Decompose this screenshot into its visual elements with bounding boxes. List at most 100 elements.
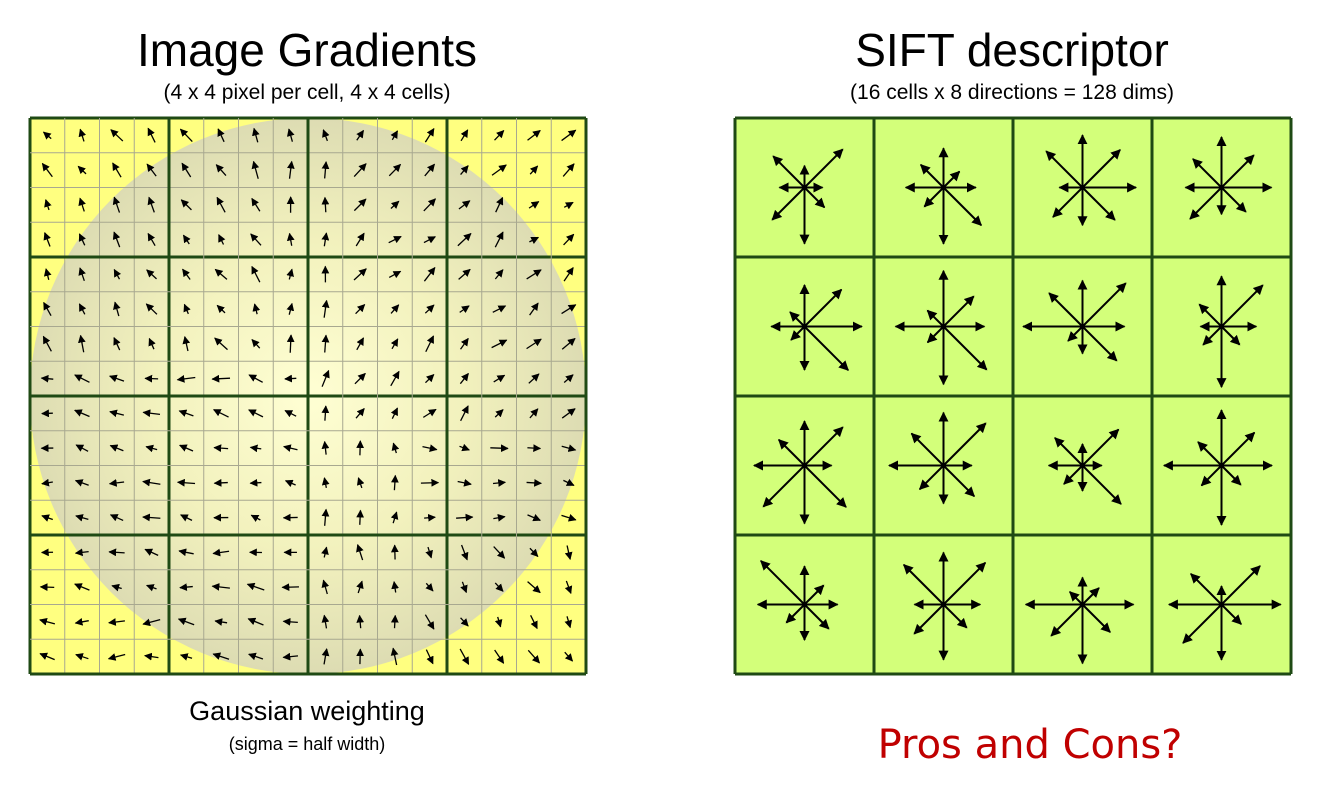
gradient-arrow: [355, 232, 365, 247]
gradient-arrow: [212, 652, 230, 660]
gradient-arrow: [144, 652, 159, 661]
histogram-arrow: [942, 325, 988, 371]
gradient-arrow: [390, 130, 399, 141]
histogram-arrow: [1192, 158, 1223, 189]
gradient-arrow: [74, 374, 90, 383]
gradient-arrow: [529, 408, 539, 419]
gradient-arrow: [78, 303, 87, 315]
gradient-arrow: [284, 374, 297, 383]
gradient-arrow: [424, 614, 435, 630]
histogram-arrow: [771, 186, 806, 221]
gradient-arrow: [425, 582, 434, 592]
gradient-arrow: [561, 337, 576, 350]
gradient-arrow: [490, 444, 509, 453]
gradient-arrow: [390, 647, 399, 666]
histogram-arrow: [1197, 441, 1223, 467]
gradient-arrow: [109, 444, 124, 452]
gradient-arrow: [251, 197, 261, 212]
gradient-arrow: [422, 444, 438, 452]
gradient-arrow: [564, 651, 574, 662]
gradient-arrow: [142, 618, 161, 627]
gradient-arrow: [390, 338, 399, 350]
orientation-histogram: [752, 420, 847, 525]
gradient-arrow: [108, 548, 125, 557]
gradient-arrow: [182, 335, 191, 352]
gradient-arrow: [529, 236, 540, 245]
histogram-arrow: [790, 325, 806, 341]
gradient-arrow: [146, 163, 157, 177]
descriptor-histograms: [752, 134, 1282, 665]
gradient-arrow: [77, 165, 87, 175]
gradient-arrow: [214, 618, 228, 626]
histogram-arrow: [1063, 464, 1084, 485]
gradient-arrow: [424, 513, 436, 522]
gradient-arrow: [356, 509, 365, 525]
histogram-arrow: [918, 464, 945, 491]
left-title: Image Gradients: [136, 24, 478, 76]
gradient-arrow: [176, 375, 196, 383]
gradient-arrow: [286, 160, 295, 179]
gradient-arrow: [284, 409, 297, 418]
gradient-arrow: [425, 335, 435, 353]
gradient-arrow: [388, 270, 402, 279]
gradient-arrow: [109, 409, 124, 418]
histogram-arrow: [926, 309, 945, 328]
gradient-arrow: [211, 374, 231, 383]
gradient-arrow: [391, 442, 400, 454]
histogram-arrow: [1081, 325, 1118, 362]
gradient-arrow: [356, 337, 365, 351]
gradient-arrow: [390, 511, 399, 524]
histogram-arrow: [1081, 186, 1116, 221]
gradient-arrow: [388, 235, 402, 244]
gradient-arrow: [564, 545, 573, 561]
gradient-arrow: [211, 583, 230, 591]
histogram-arrow: [942, 170, 961, 189]
gradient-arrow: [390, 614, 399, 629]
gradient-arrow: [561, 304, 577, 315]
gradient-arrow: [563, 233, 575, 246]
histogram-arrow: [942, 603, 968, 629]
gradient-arrow: [179, 444, 194, 452]
histogram-arrow: [803, 325, 849, 371]
orientation-histogram: [888, 411, 987, 505]
histogram-arrow: [803, 603, 830, 630]
gradient-arrow: [494, 231, 504, 248]
orientation-histogram: [1045, 134, 1138, 227]
gradient-arrow: [247, 617, 264, 626]
gradient-arrow: [460, 129, 469, 142]
histogram-arrow: [1220, 154, 1255, 189]
gradient-arrow: [391, 474, 399, 491]
gradient-arrow: [78, 334, 86, 353]
histogram-arrow: [903, 564, 945, 606]
gradient-arrow: [39, 652, 55, 661]
gradient-arrow: [75, 653, 89, 661]
gradient-arrows: [39, 127, 577, 666]
histogram-arrow: [1054, 437, 1084, 467]
gradient-arrow: [425, 546, 433, 559]
gradient-arrow: [212, 548, 230, 557]
gradient-arrow: [495, 196, 504, 213]
gradient-arrow: [249, 444, 262, 453]
orientation-histogram: [771, 148, 844, 245]
gradient-arrow: [420, 478, 440, 487]
gradient-arrow: [460, 581, 468, 594]
gradient-arrow: [41, 478, 53, 487]
gradient-arrow: [528, 373, 540, 384]
gradient-arrow: [74, 583, 90, 591]
gradient-arrow: [282, 652, 299, 661]
gradient-arrow: [108, 479, 125, 487]
gradient-arrow: [44, 199, 52, 211]
gradient-arrow: [356, 129, 365, 141]
histogram-arrow: [1220, 284, 1264, 328]
gradient-arrow: [356, 543, 364, 561]
gradient-arrow: [424, 128, 435, 143]
gradient-arrow: [321, 299, 330, 318]
gradient-arrow: [460, 617, 469, 627]
histogram-arrow: [1081, 282, 1127, 328]
gradient-arrow: [177, 617, 195, 626]
orientation-histogram: [904, 147, 982, 245]
gradient-arrow: [214, 268, 228, 280]
gradient-arrow: [217, 128, 225, 143]
gradient-arrow: [561, 444, 577, 452]
